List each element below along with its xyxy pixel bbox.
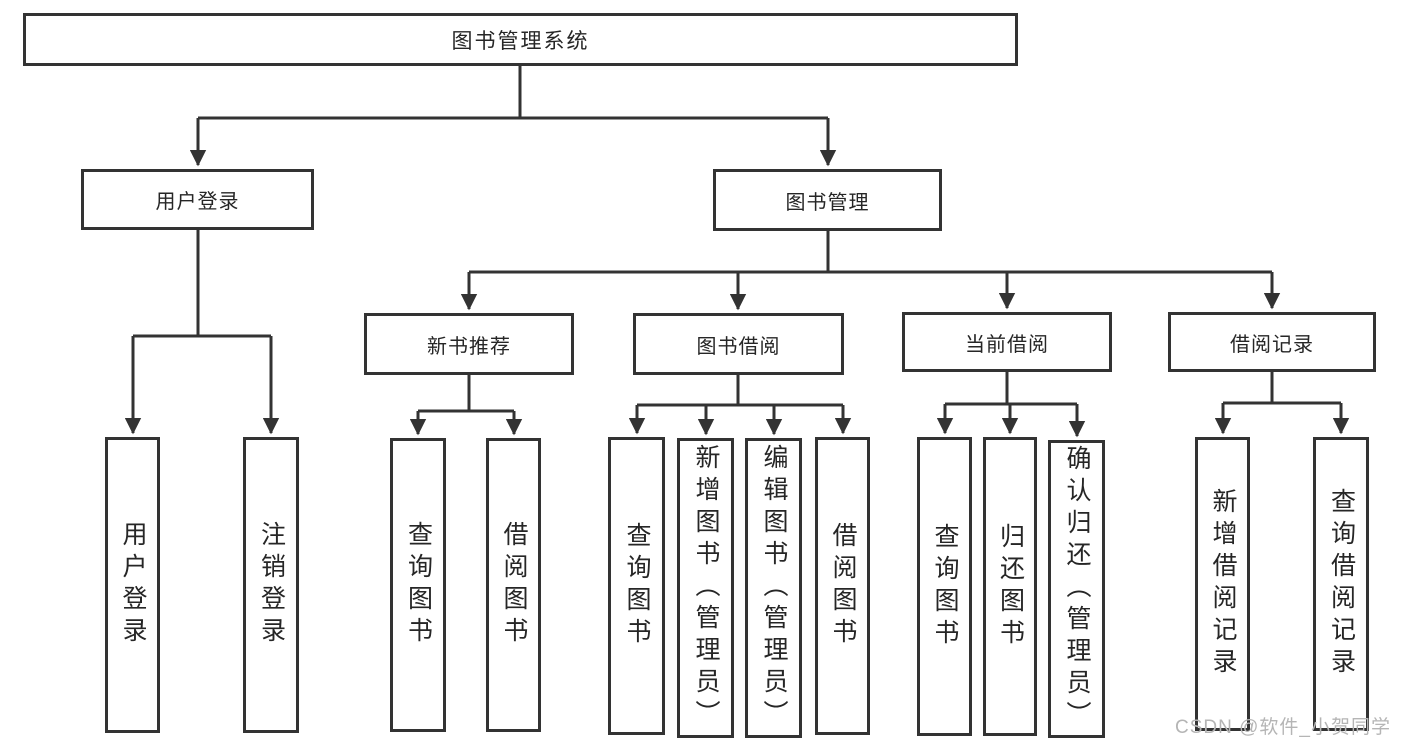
- node-current-borrow-label: 当前借阅: [965, 333, 1049, 356]
- leaf-user-login: 用户登录: [105, 437, 160, 733]
- leaf-query-book-3-label: 查询图书: [931, 522, 959, 651]
- node-new-book-recommend-label: 新书推荐: [427, 335, 511, 358]
- node-borrow-records: 借阅记录: [1168, 312, 1376, 372]
- node-root-label: 图书管理系统: [451, 29, 590, 53]
- leaf-edit-book-admin-label: 编辑图书（管理员）: [760, 444, 788, 732]
- leaf-add-borrow-record-label: 新增借阅记录: [1209, 488, 1237, 680]
- leaf-borrow-book-2-label: 借阅图书: [829, 522, 857, 650]
- leaf-logout-login: 注销登录: [243, 437, 299, 733]
- leaf-user-login-label: 用户登录: [119, 521, 147, 649]
- leaf-query-book-2: 查询图书: [608, 437, 665, 735]
- node-book-management: 图书管理: [713, 169, 942, 231]
- node-book-borrow-label: 图书借阅: [696, 335, 781, 358]
- node-user-login: 用户登录: [81, 169, 314, 230]
- node-root: 图书管理系统: [23, 13, 1018, 66]
- node-new-book-recommend: 新书推荐: [364, 313, 574, 375]
- leaf-query-book-1-label: 查询图书: [404, 521, 433, 649]
- leaf-return-book-label: 归还图书: [996, 522, 1025, 651]
- leaf-confirm-return-admin: 确认归还（管理员）: [1048, 440, 1105, 738]
- leaf-confirm-return-admin-label: 确认归还（管理员）: [1063, 445, 1091, 733]
- leaf-borrow-book-2: 借阅图书: [815, 437, 870, 735]
- node-borrow-records-label: 借阅记录: [1230, 333, 1314, 356]
- leaf-add-book-admin-label: 新增图书（管理员）: [692, 444, 720, 732]
- leaf-query-book-1: 查询图书: [390, 438, 446, 732]
- node-book-management-label: 图书管理: [785, 191, 870, 214]
- watermark: CSDN @软件_小贺同学: [1175, 717, 1391, 738]
- node-user-login-label: 用户登录: [155, 191, 240, 213]
- leaf-query-book-3: 查询图书: [917, 437, 972, 736]
- leaf-logout-login-label: 注销登录: [257, 521, 286, 649]
- leaf-query-book-2-label: 查询图书: [623, 522, 651, 650]
- leaf-query-borrow-record: 查询借阅记录: [1313, 437, 1369, 731]
- leaf-borrow-book-1-label: 借阅图书: [500, 521, 528, 649]
- leaf-borrow-book-1: 借阅图书: [486, 438, 541, 732]
- leaf-return-book: 归还图书: [983, 437, 1037, 736]
- leaf-add-book-admin: 新增图书（管理员）: [677, 438, 734, 738]
- node-book-borrow: 图书借阅: [633, 313, 844, 375]
- node-current-borrow: 当前借阅: [902, 312, 1112, 372]
- leaf-edit-book-admin: 编辑图书（管理员）: [745, 438, 802, 738]
- leaf-query-borrow-record-label: 查询借阅记录: [1327, 488, 1356, 680]
- leaf-add-borrow-record: 新增借阅记录: [1195, 437, 1250, 731]
